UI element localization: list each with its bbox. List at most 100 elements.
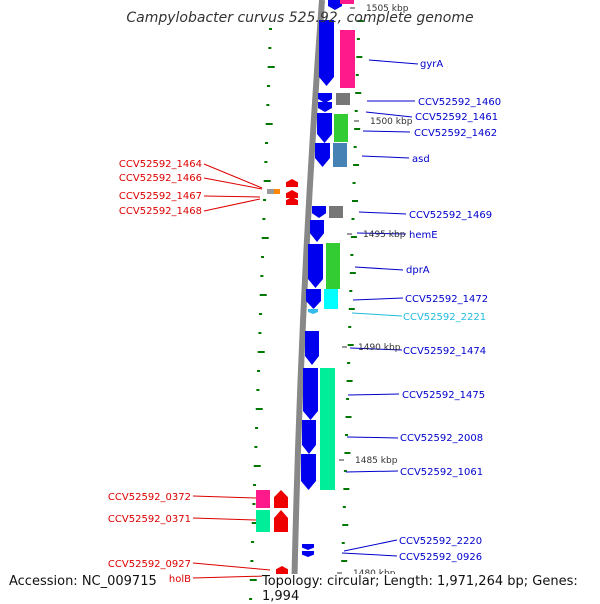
gc-skew-mark [267,66,275,68]
backbone-arc [291,0,325,601]
gene-label-right: asd [412,154,430,165]
gene-label-right: CCV52592_1472 [405,294,488,305]
genome-summary: Topology: circular; Length: 1,971,264 bp… [262,574,600,604]
scale-label: 1490 kbp [358,343,401,353]
forward-gene-arrow [319,20,334,86]
gc-skew-mark [257,351,265,353]
map-title: Campylobacter curvus 525.92, complete ge… [126,10,474,26]
cog-category-box [336,93,350,105]
scale-label: 1495 kbp [363,230,406,240]
cog-category-box [329,206,343,218]
reverse-gene-arrow [286,190,298,198]
gene-label-left: CCV52592_1467 [119,191,202,202]
scale-tick [342,346,347,348]
gene-label-right: CCV52592_1475 [402,390,485,401]
gene-label-right: hemE [409,230,438,241]
gc-skew-mark [357,20,364,22]
label-leader-line [349,347,403,351]
cog-category-box [334,114,348,142]
scale-tick [337,572,342,574]
label-leader-line [352,297,404,301]
gc-skew-mark [250,560,254,562]
gc-skew-mark [346,380,353,382]
gene-label-left: CCV52592_0372 [108,492,191,503]
gc-skew-mark [261,256,265,258]
gene-label-left: CCV52592_0371 [108,514,191,525]
reverse-gene-arrow [274,490,288,508]
forward-gene-arrow [301,454,316,490]
label-leader-line [341,552,398,557]
gc-skew-mark [252,503,256,505]
gc-skew-mark [342,506,346,508]
forward-gene-arrow [318,93,332,103]
label-leader-line [347,393,400,396]
cog-category-box [324,289,338,309]
gc-skew-mark [343,488,350,490]
gc-skew-mark [268,47,272,49]
label-leader-line [343,539,398,552]
cog-category-box [256,490,270,508]
gc-skew-mark [263,180,271,182]
gc-skew-mark [265,123,273,125]
gc-skew-mark [344,434,348,436]
gene-label-right: CCV52592_1061 [400,467,483,478]
label-leader-line [192,562,271,571]
label-leader-line [365,111,413,118]
gc-skew-mark [347,344,354,346]
label-leader-line [192,575,267,579]
scale-tick [354,120,359,122]
gene-label-left: CCV52592_1464 [119,159,202,170]
label-leader-line [351,312,403,317]
gene-label-right: gyrA [420,59,443,70]
forward-gene-arrow [306,289,321,309]
cog-category-box [256,510,270,532]
gc-skew-mark [346,398,350,400]
forward-gene-arrow [303,368,318,420]
gc-skew-mark [260,275,264,277]
gc-skew-mark [269,28,273,30]
gc-skew-mark [257,370,261,372]
gene-label-right: CCV52592_1474 [403,346,486,357]
gc-skew-mark [351,218,355,220]
reverse-gene-arrow [286,197,298,205]
gc-skew-mark [259,294,267,296]
label-leader-line [368,59,419,65]
gene-label-right: CCV52592_1460 [418,97,501,108]
label-leader-line [361,155,410,159]
cog-category-box [340,0,354,4]
gc-skew-mark [353,164,360,166]
gc-skew-mark [355,92,362,94]
cog-category-box [326,243,340,289]
cog-category-box [267,189,274,194]
scale-label: 1485 kbp [355,456,398,466]
reverse-gene-arrow [274,510,288,532]
gc-skew-mark [341,560,348,562]
gc-skew-mark [249,579,257,581]
gene-label-left: CCV52592_1466 [119,173,202,184]
reverse-gene-arrow [276,566,288,574]
gc-skew-mark [267,85,271,87]
gc-skew-mark [353,146,357,148]
cog-category-box [333,143,347,167]
gc-skew-mark [352,182,356,184]
gc-skew-mark [258,332,262,334]
gene-label-right: dprA [406,265,430,276]
cog-category-box [274,189,280,194]
cog-category-box [320,368,335,490]
forward-gene-arrow [310,220,324,242]
forward-gene-arrow [302,420,316,454]
cog-category-box [340,30,355,88]
gc-skew-mark [344,452,351,454]
gc-skew-mark [355,74,359,76]
gene-label-left: CCV52592_0927 [108,559,191,570]
reverse-gene-arrow [286,179,298,187]
gc-skew-mark [259,313,263,315]
gc-skew-mark [266,104,270,106]
forward-gene-arrow [302,551,314,557]
label-leader-line [358,211,407,215]
label-leader-line [203,177,263,190]
gene-label-left: CCV52592_1468 [119,206,202,217]
gene-label-right: CCV52592_0926 [399,552,482,563]
forward-gene-arrow [315,143,330,167]
